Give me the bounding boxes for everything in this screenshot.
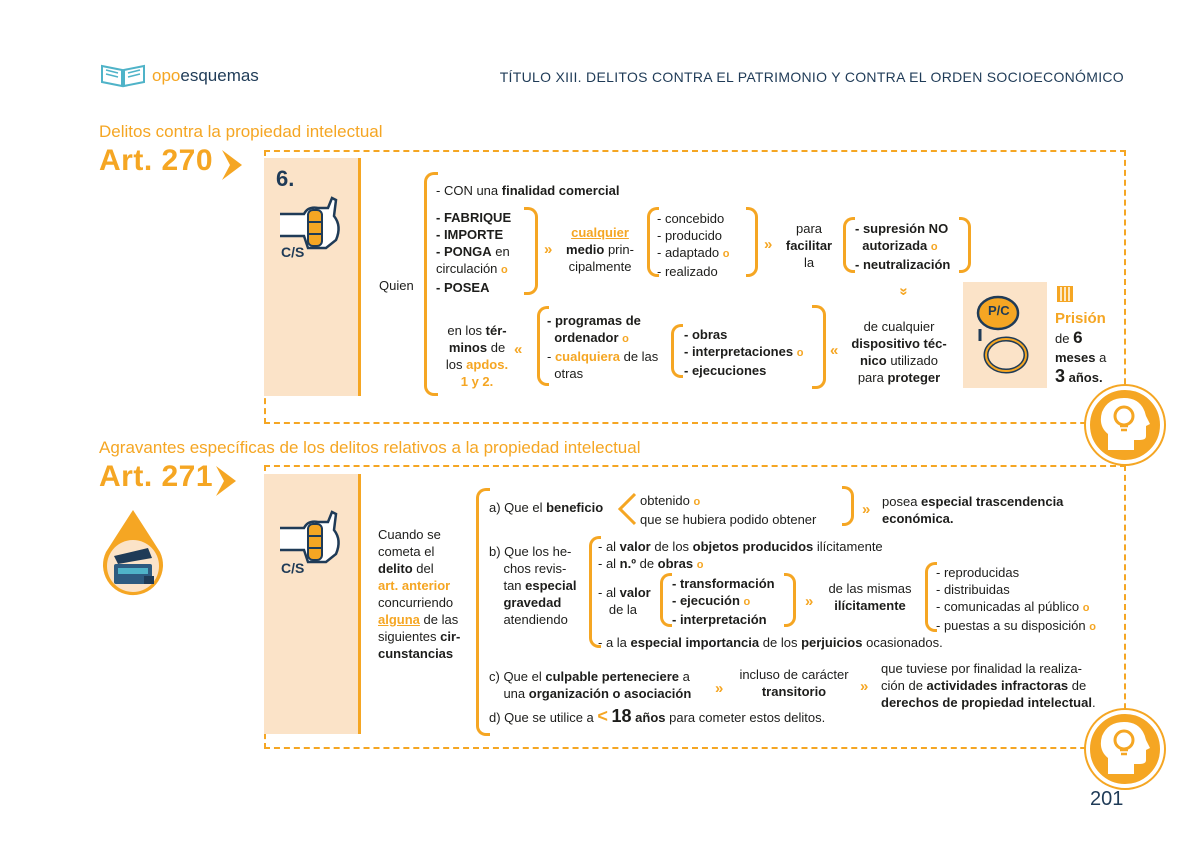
item-a-result: posea especial trascendencia económica. [882, 494, 1064, 526]
participles-brace-right [746, 207, 758, 277]
main-brace [424, 172, 438, 396]
obras-list: - obras - interpretaciones o - ejecucion… [684, 327, 804, 378]
item-c-mid: incluso de carácter transitorio [739, 667, 849, 699]
supresion-brace-left [843, 217, 855, 273]
item-a-options: obtenido o que se hubiera podido obtener [640, 493, 817, 527]
cs-label-271: C/S [281, 560, 305, 576]
double-chevron-icon: » [764, 236, 773, 253]
idea-head-badge-270 [1086, 386, 1164, 464]
participles-list: - concebido - producido - adaptado o - r… [657, 211, 730, 279]
verbs-list: - FABRIQUE - IMPORTE - PONGA en circulac… [436, 210, 512, 295]
quien-label: Quien [379, 278, 414, 293]
supresion-brace-right [959, 217, 971, 273]
programas-brace-left [537, 306, 549, 386]
logo: opoesquemas [100, 62, 280, 90]
participles-brace-left [647, 207, 659, 277]
open-book-logo-icon [101, 64, 145, 88]
dispositivo-block: de cualquier dispositivo téc- nico utili… [851, 319, 947, 385]
item-b-acts: - reproducidas - distribuidas - comunica… [936, 565, 1096, 633]
double-chevron-icon: » [805, 593, 814, 610]
pc-label: P/C [988, 303, 1010, 318]
double-chevron-icon: » [860, 678, 869, 695]
double-chevron-icon: » [544, 241, 553, 258]
obras-brace-left [671, 324, 683, 378]
item-b: b) Que los he- chos revis- tan especial … [489, 544, 577, 627]
item-b-4: - a la especial importancia de los perju… [598, 635, 943, 650]
idea-head-badge-271 [1086, 710, 1164, 788]
item-c-end: que tuviese por finalidad la realiza- ci… [881, 661, 1096, 710]
cuando-block: Cuando se cometa el delito del art. ante… [378, 527, 461, 661]
double-chevron-icon: » [715, 680, 724, 697]
item-b-mismas: de las mismas ilícitamente [828, 581, 912, 613]
article-270-panel [264, 158, 361, 396]
con-finalidad: - CON una finalidad comercial [436, 183, 620, 198]
hand-gesture-icon [280, 510, 340, 564]
item-b-2: - al n.º de obras o [598, 556, 704, 571]
head-lightbulb-icon [1100, 722, 1150, 774]
item-b-valor-options: - transformación - ejecución o - interpr… [672, 576, 775, 627]
head-lightbulb-icon [1100, 398, 1150, 450]
double-chevron-down-icon: » [895, 287, 913, 296]
chevron-right-icon [216, 466, 236, 496]
chevron-right-icon [222, 150, 242, 180]
programas-list: - programas de ordenador o - cualquiera … [547, 313, 659, 381]
article-270: Art. 270 [99, 144, 214, 177]
double-chevron-left-icon: « [514, 341, 523, 358]
para-facilitar: para facilitar la [785, 221, 833, 270]
brand-prefix: opo [152, 66, 181, 85]
article-271: Art. 271 [99, 460, 214, 493]
supresion-list: - supresión NO autorizada o - neutraliza… [855, 221, 951, 272]
angle-bracket-icon [617, 492, 637, 526]
verbs-brace [524, 207, 538, 295]
scanner-drop-icon [103, 510, 163, 596]
item-d: d) Que se utilice a < 18 años para comet… [489, 706, 826, 726]
section-title-271: Agravantes específicas de los delitos re… [99, 438, 641, 457]
section-number: 6. [276, 166, 295, 191]
valor-brace-left [660, 573, 672, 627]
double-chevron-left-icon: « [830, 342, 839, 359]
prison-block: Prisión de 6 meses a 3 años. [1055, 310, 1107, 386]
circumstances-brace [476, 488, 490, 736]
handcuffs-icon [976, 295, 1029, 374]
double-chevron-icon: » [862, 501, 871, 518]
header-title: TÍTULO XIII. DELITOS CONTRA EL PATRIMONI… [499, 69, 1124, 85]
article-271-panel [264, 474, 361, 734]
valor-brace-right [784, 573, 796, 627]
acts-brace-left [925, 562, 937, 632]
cs-label-270: C/S [281, 244, 305, 260]
medio-block: cualquier medio prin- cipalmente [566, 225, 634, 274]
terminos-block: en los tér- minos de los apdos. 1 y 2. [445, 323, 509, 389]
item-a: a) Que el beneficio [489, 500, 604, 515]
obras-brace-right [812, 305, 826, 389]
page-number: 201 [1090, 788, 1124, 810]
item-c: c) Que el culpable perteneciere a una or… [489, 669, 692, 701]
brand-suffix: esquemas [180, 66, 259, 85]
item-b-valor: - al valor de la [598, 585, 651, 617]
item-b-brace [589, 536, 601, 648]
prison-bars-icon [1057, 286, 1073, 302]
hand-gesture-icon [280, 196, 340, 250]
item-a-brace [842, 486, 854, 526]
section-title-270: Delitos contra la propiedad intelectual [99, 122, 383, 141]
item-b-1: - al valor de los objetos producidos ilí… [598, 539, 883, 554]
circle-marker-icon: o [501, 264, 508, 276]
